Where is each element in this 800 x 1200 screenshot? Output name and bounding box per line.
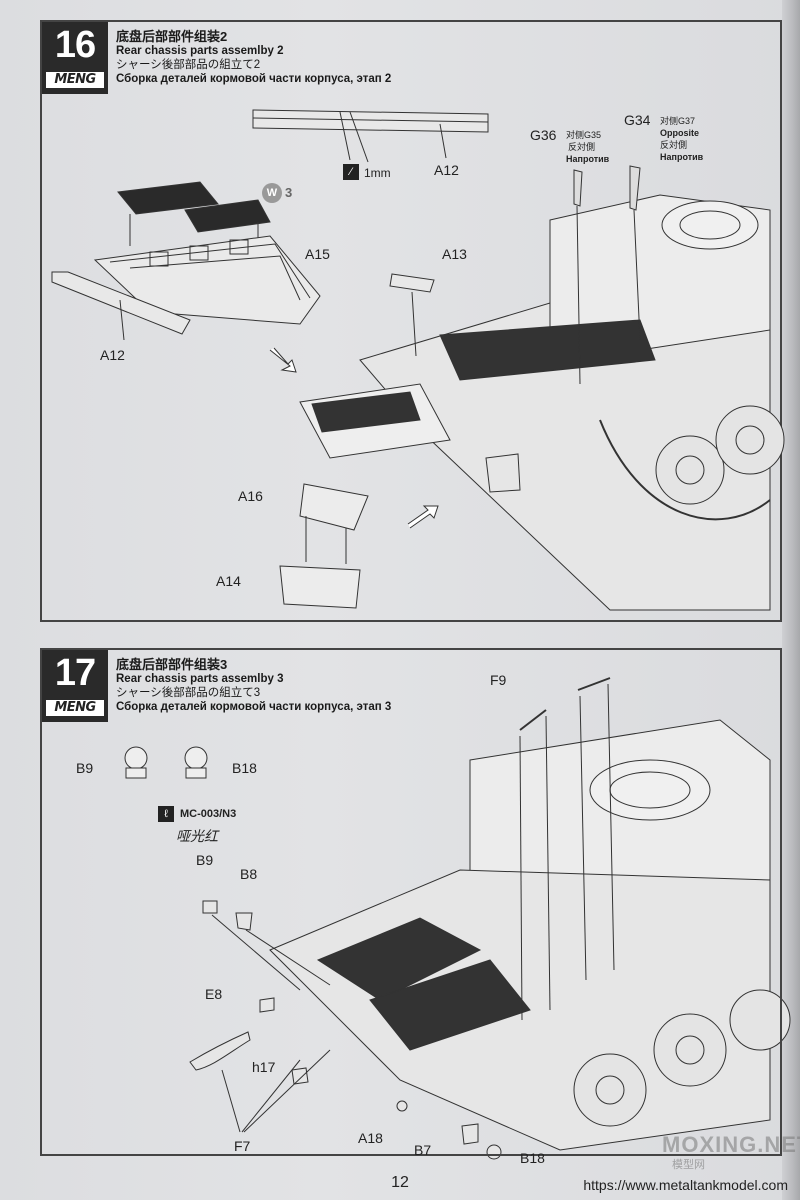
label-b18: B18 [520,1150,545,1166]
label-b8: B8 [240,866,258,882]
drill-icon: ⁄ [343,164,359,180]
label-f9: F9 [490,672,507,688]
brand-logo: MENG [46,72,104,88]
page-binding-edge [782,0,800,1200]
watermark: MOXING.NET [662,1132,800,1157]
label-g36-opp-ru: Напротив [566,154,610,164]
step-17-number: 17 [54,652,96,694]
part-h17 [291,1067,309,1085]
engine-grill-17b [369,959,531,1051]
part-bracket-16 [485,453,521,493]
label-g34-opp-en: Opposite [660,128,700,138]
part-a13 [389,273,435,293]
label-a13: A13 [442,246,467,262]
label-g34-opp-ja: 反対側 [660,140,688,150]
step-16-titles: 底盘后部部件组装2 Rear chassis parts assemlby 2 … [116,30,391,86]
engine-grill-17a [316,917,482,1001]
part-a12-rail-top [252,109,489,133]
label-b9-top: B9 [76,760,94,776]
part-a12-rail-left [51,271,191,335]
label-g36: G36 [530,127,557,143]
step-17-panel: 17 MENG 底盘后部部件组装3 Rear chassis parts ass… [40,648,782,1156]
label-e8: E8 [205,986,223,1002]
step-17-badge: 17 MENG [42,650,108,722]
label-a16: A16 [238,488,263,504]
label-a15: A15 [305,246,330,262]
step-16-title-zh: 底盘后部部件组装2 [116,29,228,44]
label-a18: A18 [358,1130,383,1146]
label-b18-top: B18 [232,760,257,776]
part-a16 [299,483,369,531]
label-a12-top: A12 [434,162,459,178]
step-17-title-ja: シャーシ後部部品の組立て3 [116,687,261,699]
step-16-title-ja: シャーシ後部部品の組立て2 [116,59,261,71]
step-17-titles: 底盘后部部件组装3 Rear chassis parts assemlby 3 … [116,658,391,714]
part-a14 [279,565,361,609]
brand-logo: MENG [46,700,104,716]
step-17-title-en: Rear chassis parts assemlby 3 [116,673,284,685]
label-handwritten-note: 哑光红 [176,828,218,844]
step-16-title-ru: Сборка деталей кормовой части корпуса, э… [116,73,392,85]
label-a12-left: A12 [100,347,125,363]
label-g34: G34 [624,112,651,128]
part-a18 [396,1100,408,1112]
step-16-number: 16 [54,24,96,66]
paint-icon: ℓ [158,806,174,822]
label-g34-opp-ru: Напротив [660,152,704,162]
w-icon: W [262,183,282,203]
part-g34 [629,165,641,211]
label-g36-opp-ja: 反対側 [568,142,596,152]
step-16-badge: 16 MENG [42,22,108,94]
arrow-icon [269,347,297,373]
part-b9 [202,900,218,914]
part-e8 [259,997,275,1013]
label-b7: B7 [414,1142,432,1158]
part-mesh-plate-2 [184,199,271,233]
watermark-sub: 模型网 [672,1159,705,1171]
part-g36 [573,169,583,207]
label-f7: F7 [234,1138,251,1154]
label-paint-code: MC-003/N3 [180,808,237,820]
part-b7 [461,1123,479,1145]
step-17-title-zh: 底盘后部部件组装3 [116,657,228,672]
part-b8 [235,912,253,931]
page-number: 12 [391,1174,409,1191]
label-h17: h17 [252,1059,276,1075]
source-url: https://www.metaltankmodel.com [583,1177,788,1193]
label-a14: A14 [216,573,241,589]
step-16-panel: 16 MENG 底盘后部部件组装2 Rear chassis parts ass… [40,20,782,622]
label-drill: 1mm [364,166,391,180]
arrow-icon [407,505,439,529]
part-mesh-plate-1 [117,181,219,215]
label-w3-count: 3 [285,185,293,200]
label-b9: B9 [196,852,214,868]
label-g34-opp-zh: 对侧G37 [660,116,696,126]
step-16-title-en: Rear chassis parts assemlby 2 [116,45,284,57]
engine-deck-grill [439,319,656,381]
part-f7-left [189,1031,251,1071]
label-g36-opp-zh: 对侧G35 [566,130,602,140]
step-17-title-ru: Сборка деталей кормовой части корпуса, э… [116,701,392,713]
